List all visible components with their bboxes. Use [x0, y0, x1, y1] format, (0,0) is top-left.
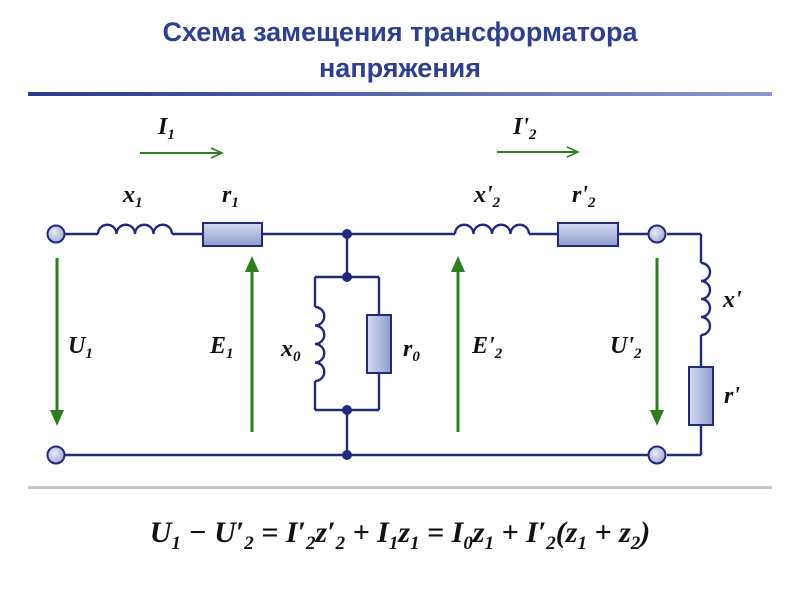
title-line-2: напряжения	[319, 53, 481, 83]
label-u1: U1	[68, 333, 93, 362]
bottom-divider	[28, 486, 772, 489]
resistor-r0	[366, 314, 392, 374]
label-e2p: E'2	[471, 333, 503, 362]
resistor-r2p	[557, 222, 619, 247]
label-r2p: r'2	[572, 182, 596, 211]
top-divider	[28, 92, 772, 96]
label-xp: x'	[722, 287, 742, 313]
junction-dot	[342, 450, 352, 460]
label-x2p: x'2	[473, 182, 501, 211]
terminal-input-bottom	[46, 445, 66, 465]
terminal-input-top	[46, 224, 66, 244]
label-r1: r1	[222, 182, 239, 211]
label-x0: x0	[280, 336, 301, 365]
label-rp: r'	[724, 383, 740, 409]
label-x1: x1	[122, 182, 143, 211]
resistor-rp	[688, 366, 714, 426]
label-r0: r0	[403, 336, 420, 365]
arrow-head-e2p	[451, 256, 465, 272]
terminal-output-bottom	[647, 445, 667, 465]
inductor-x1	[96, 223, 174, 235]
title-line-1: Схема замещения трансформатора	[162, 17, 638, 47]
page-title: Схема замещения трансформатора напряжени…	[0, 14, 800, 86]
wires	[64, 232, 703, 457]
inductor-x0	[314, 305, 326, 383]
voltage-equation: U1 − U′2 = I′2z′2 + I1z1 = I0z1 + I′2(z1…	[149, 516, 651, 554]
junction-dot	[342, 272, 352, 282]
junction-dot	[342, 405, 352, 415]
label-i1: I1	[157, 114, 175, 143]
label-i2p: I'2	[512, 114, 537, 143]
inductor-xp	[700, 261, 712, 337]
arrow-head-u2p	[650, 410, 664, 426]
arrow-head-e1	[245, 256, 259, 272]
arrow-head-u1	[50, 410, 64, 426]
resistor-r1	[202, 222, 263, 247]
label-e1: E1	[209, 333, 234, 362]
inductor-x2p	[453, 223, 531, 235]
junction-dot	[342, 229, 352, 239]
terminal-output-top	[647, 224, 667, 244]
label-u2p: U'2	[610, 333, 642, 362]
